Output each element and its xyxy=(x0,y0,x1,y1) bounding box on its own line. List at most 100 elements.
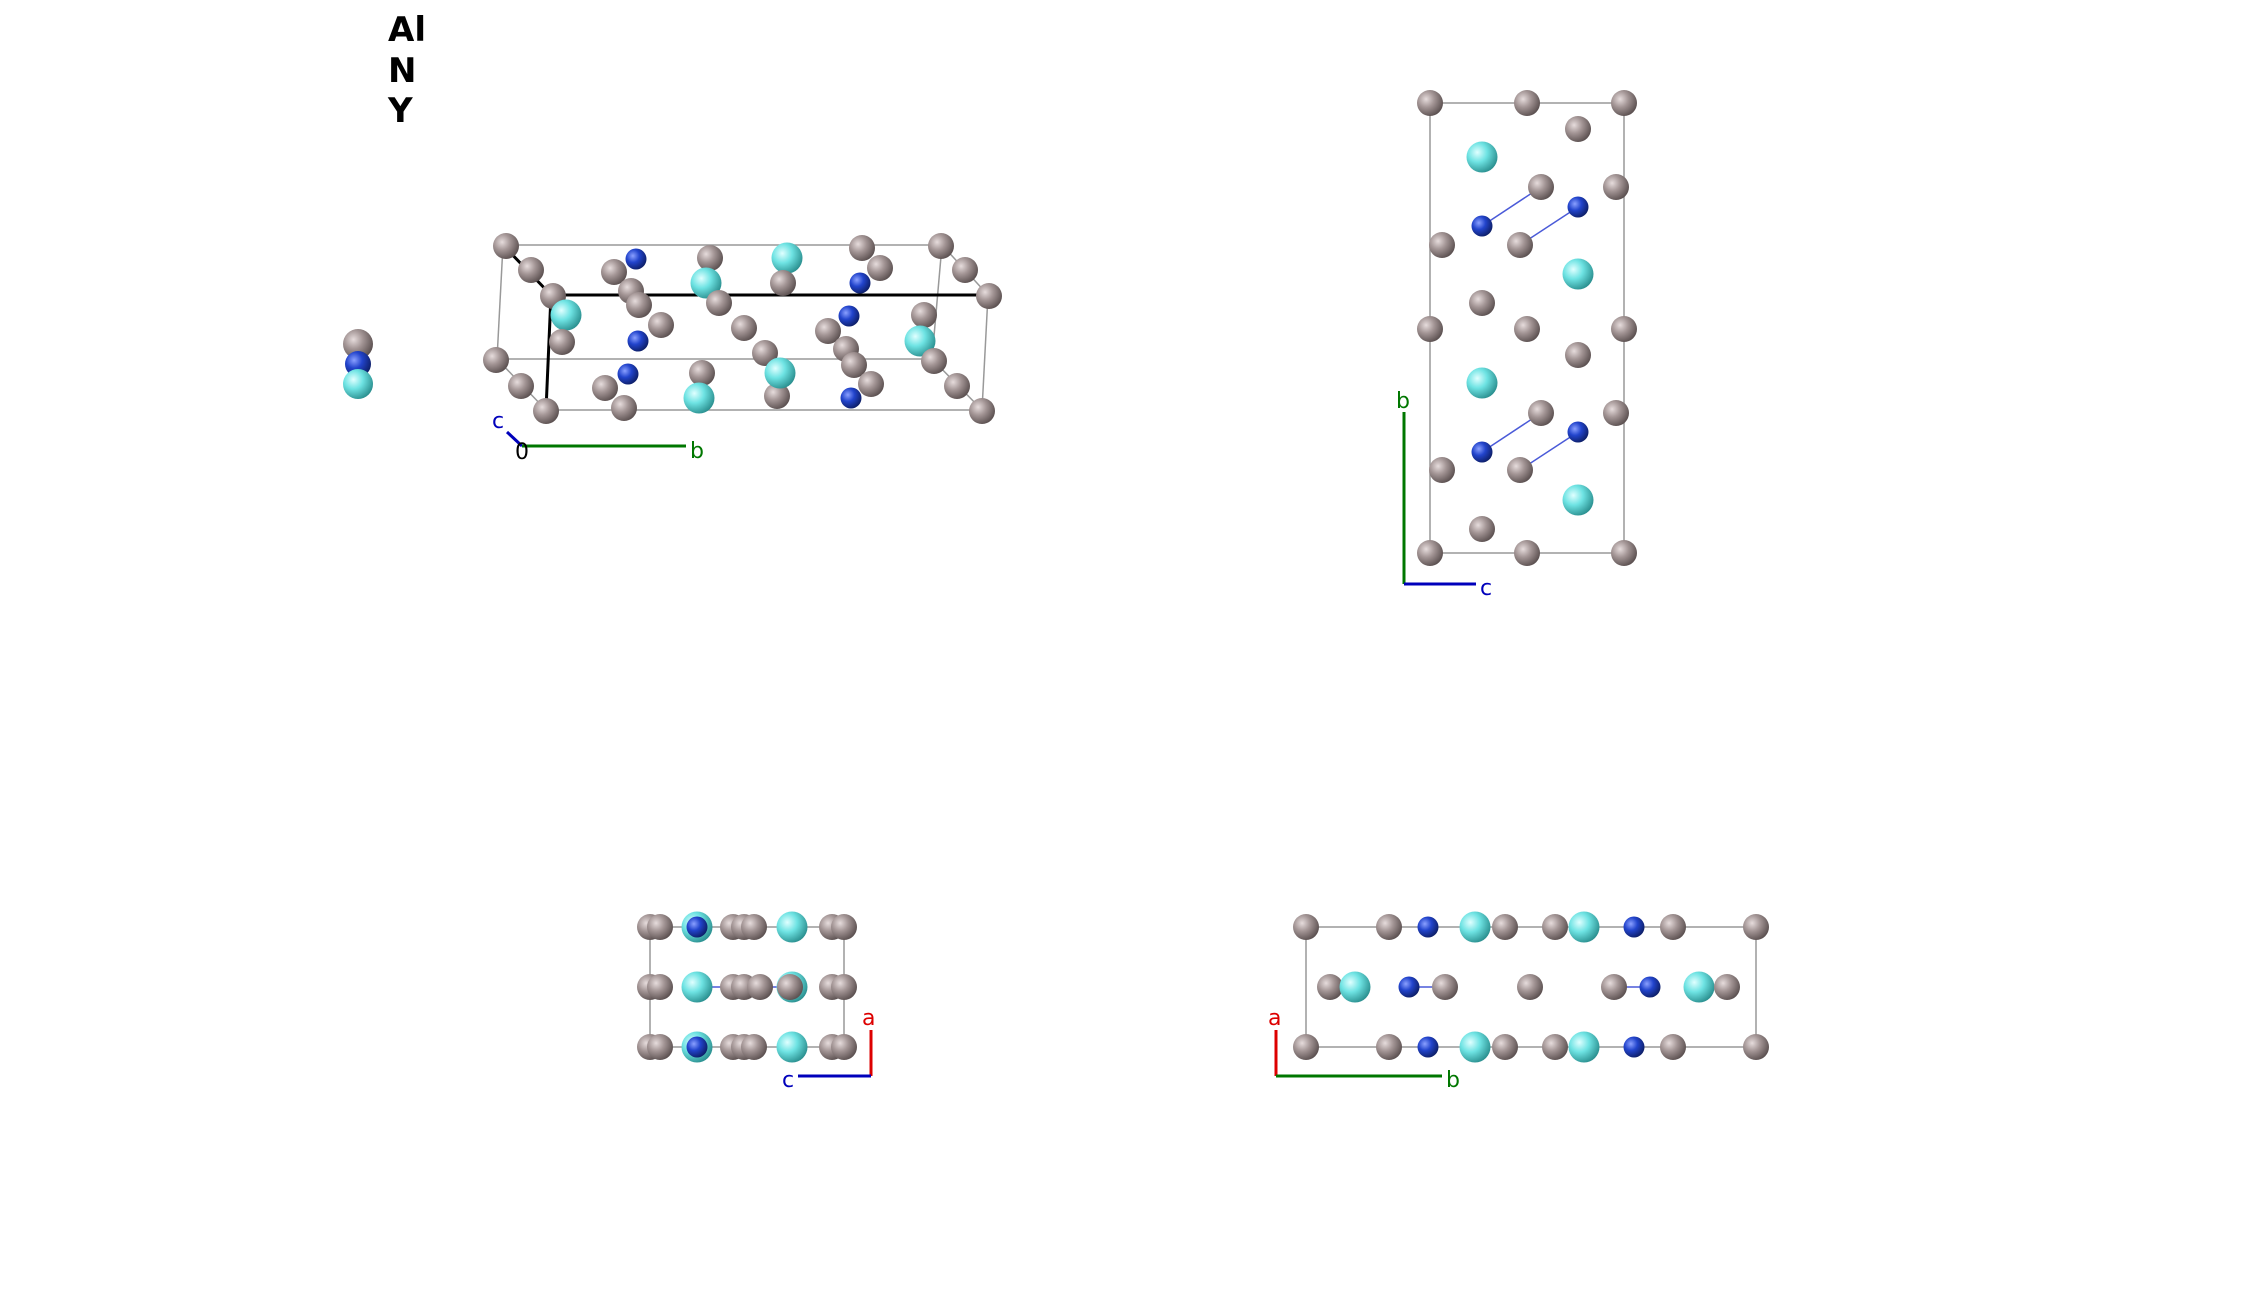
atom-n xyxy=(849,272,871,294)
view-along-a: b c xyxy=(1396,90,1637,601)
atom-al xyxy=(731,315,757,341)
atom-al xyxy=(741,1034,767,1060)
atom-n xyxy=(1623,1036,1645,1058)
atom-al xyxy=(815,318,841,344)
atom-al xyxy=(944,373,970,399)
axis-indicator-perspective: c 0 b xyxy=(492,409,704,465)
axis-c-label: c xyxy=(782,1068,794,1093)
atom-al xyxy=(1417,90,1443,116)
atom-y xyxy=(1459,911,1491,943)
atom-al xyxy=(1565,342,1591,368)
legend-y-label: Y xyxy=(387,91,413,131)
atom-al xyxy=(1660,914,1686,940)
atom-al xyxy=(764,383,790,409)
atom-al xyxy=(831,1034,857,1060)
atom-al xyxy=(689,360,715,386)
atom-al xyxy=(841,352,867,378)
atom-al xyxy=(747,974,773,1000)
atom-y xyxy=(1339,971,1371,1003)
atom-al xyxy=(1611,540,1637,566)
atom-al xyxy=(1317,974,1343,1000)
atom-n xyxy=(627,330,649,352)
atom-al xyxy=(911,302,937,328)
atom-al xyxy=(647,914,673,940)
atom-al xyxy=(518,257,544,283)
atoms-view-a xyxy=(1417,90,1637,566)
atom-al xyxy=(1542,914,1568,940)
atom-al xyxy=(706,290,732,316)
perspective-view: c 0 b xyxy=(483,233,1002,465)
atom-al xyxy=(647,974,673,1000)
legend-al-swatch xyxy=(343,329,373,359)
atom-al xyxy=(969,398,995,424)
atom-al xyxy=(976,283,1002,309)
atom-al xyxy=(1601,974,1627,1000)
atom-y xyxy=(683,382,715,414)
atom-al xyxy=(1507,457,1533,483)
atom-al xyxy=(921,348,947,374)
atom-n xyxy=(1417,1036,1439,1058)
atom-al xyxy=(1528,174,1554,200)
atom-al xyxy=(1514,540,1540,566)
atom-n xyxy=(686,916,708,938)
atom-al xyxy=(1429,232,1455,258)
atom-al xyxy=(1376,1034,1402,1060)
atom-al xyxy=(626,292,652,318)
atom-y xyxy=(771,242,803,274)
atom-al xyxy=(1376,914,1402,940)
atom-al xyxy=(849,235,875,261)
atom-al xyxy=(752,340,778,366)
atom-y xyxy=(1466,141,1498,173)
atom-n xyxy=(1417,916,1439,938)
atom-y xyxy=(1562,484,1594,516)
atom-al xyxy=(928,233,954,259)
atom-al xyxy=(1492,1034,1518,1060)
atom-al xyxy=(549,329,575,355)
atom-al xyxy=(697,245,723,271)
atoms-view-b xyxy=(637,911,857,1063)
atom-al xyxy=(1528,400,1554,426)
axis-c-label: c xyxy=(1480,576,1492,601)
axis-c-label: c xyxy=(492,409,504,434)
atom-al xyxy=(1514,316,1540,342)
atom-al xyxy=(952,257,978,283)
atom-y xyxy=(1466,367,1498,399)
atom-al xyxy=(493,233,519,259)
axis-indicator-view-b: a c xyxy=(782,1006,875,1093)
atom-al xyxy=(1517,974,1543,1000)
atom-al xyxy=(1565,116,1591,142)
axis-indicator-view-c: a b xyxy=(1268,1006,1460,1093)
atom-y xyxy=(776,911,808,943)
atom-al xyxy=(1743,1034,1769,1060)
atom-n xyxy=(617,363,639,385)
atom-al xyxy=(1429,457,1455,483)
axis-b-label: b xyxy=(1396,389,1410,414)
atom-y xyxy=(690,267,722,299)
atom-n xyxy=(1623,916,1645,938)
atom-al xyxy=(1492,914,1518,940)
atom-n xyxy=(1567,421,1589,443)
unit-cell-outline xyxy=(1305,926,1757,1048)
atom-al xyxy=(592,375,618,401)
atom-al xyxy=(1743,914,1769,940)
atom-al xyxy=(648,312,674,338)
axis-a-label: a xyxy=(862,1006,875,1031)
atoms-view-c xyxy=(1293,911,1769,1063)
atom-al xyxy=(1507,232,1533,258)
atom-y xyxy=(904,325,936,357)
axis-a-label: a xyxy=(1268,1006,1281,1031)
axis-b-label: b xyxy=(1446,1068,1460,1093)
atom-al xyxy=(858,371,884,397)
atom-al xyxy=(1603,174,1629,200)
atom-al xyxy=(1611,90,1637,116)
atom-al xyxy=(1611,316,1637,342)
atom-y xyxy=(1568,1031,1600,1063)
view-along-c: a b xyxy=(1268,911,1769,1093)
element-legend: Al N Y xyxy=(343,10,426,399)
atom-al xyxy=(741,914,767,940)
atom-al xyxy=(508,373,534,399)
atom-al xyxy=(777,974,803,1000)
atom-al xyxy=(1417,316,1443,342)
view-along-b: a c xyxy=(637,911,875,1093)
legend-swatches xyxy=(343,329,373,399)
